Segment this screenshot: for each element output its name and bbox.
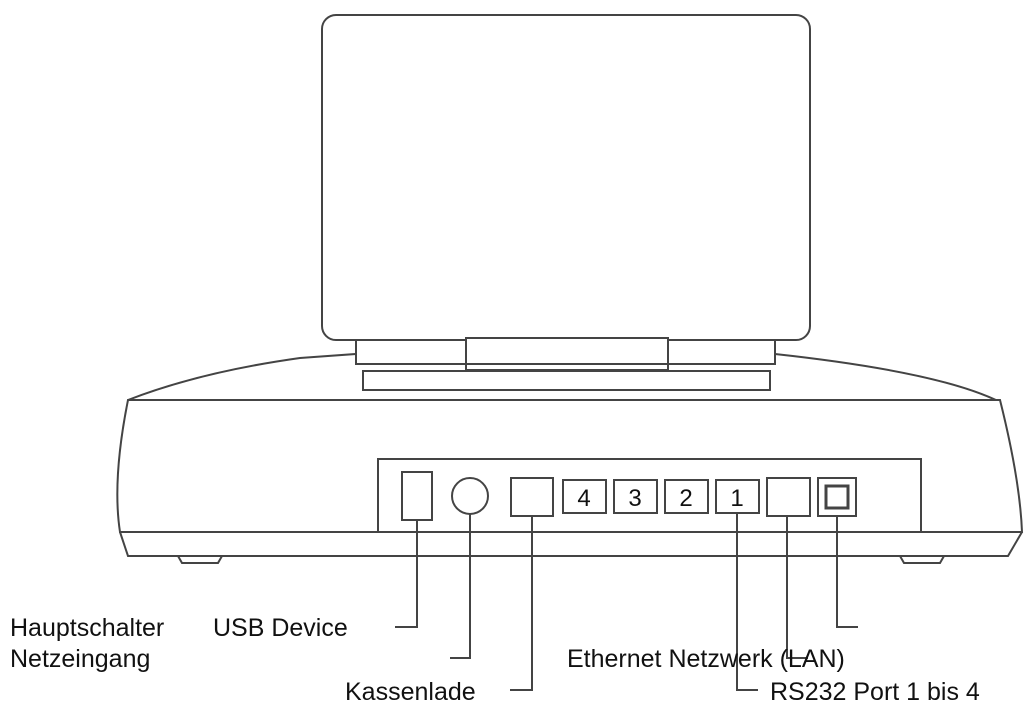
label-usb-device: USB Device [213,614,348,642]
label-kassenlade: Kassenlade [345,678,476,706]
label-netzeingang: Netzeingang [10,645,150,673]
monitor-screen [321,14,811,341]
connector-panel [377,458,922,533]
base-top-outline [127,352,1001,403]
leader-usb-device [450,514,471,659]
ethernet-port [766,477,811,517]
base-left-foot [177,555,223,564]
stand-base-plate [362,370,771,391]
label-hauptschalter: Hauptschalter [10,614,164,642]
rs232-port-4 [562,479,607,514]
label-ethernet: Ethernet Netzwerk (LAN) [567,645,845,673]
port-number-4: 4 [577,485,590,512]
base-right-foot [899,555,945,564]
leader-rs232 [736,513,758,691]
port-number-2: 2 [679,485,692,512]
leader-hauptschalter [395,520,418,628]
stand-right-foot [667,339,776,365]
leader-ethernet [786,516,808,659]
stand-neck [465,337,669,371]
label-rs232: RS232 Port 1 bis 4 [770,678,980,706]
leader-kassenlade [510,516,533,691]
base-bottom-edge [119,531,1023,557]
lan-port-inner [824,484,850,510]
leader-lan [836,516,858,628]
rs232-port-3 [613,479,658,514]
stand-left-foot [355,339,467,365]
rs232-port-2 [664,479,709,514]
port-number-3: 3 [628,485,641,512]
port-number-1: 1 [730,485,743,512]
